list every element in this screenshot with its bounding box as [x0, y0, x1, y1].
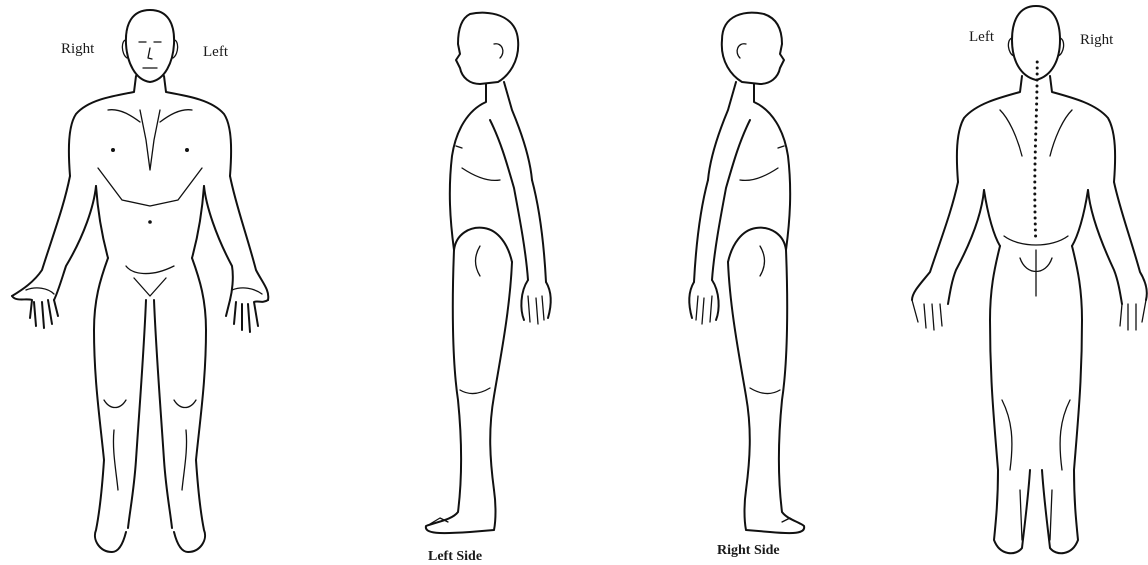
spine-dot — [1035, 109, 1038, 112]
right-side-head — [722, 13, 784, 84]
spine-dot — [1034, 223, 1037, 226]
spine-dot — [1036, 67, 1039, 70]
spine-dot — [1034, 151, 1037, 154]
spine-dot — [1033, 205, 1036, 208]
spine-dot — [1036, 73, 1039, 76]
spine-dot — [1034, 211, 1037, 214]
spine-dot — [1033, 181, 1036, 184]
spine-dot — [1036, 79, 1039, 82]
back-view-figure — [912, 6, 1147, 553]
left-side-caption: Left Side — [428, 549, 482, 565]
spine-dot — [1036, 61, 1039, 64]
spine-dot — [1036, 85, 1039, 88]
back-left-label: Left — [969, 29, 994, 46]
right-side-caption: Right Side — [717, 543, 780, 559]
back-right-label: Right — [1080, 32, 1113, 49]
spine-dot — [1033, 175, 1036, 178]
spine-dot — [1034, 229, 1037, 232]
spine-dot — [1035, 121, 1038, 124]
front-left-label: Left — [203, 44, 228, 61]
spine-dot — [1034, 235, 1037, 238]
front-view-figure — [12, 10, 268, 552]
spine-dot — [1033, 187, 1036, 190]
left-side-view-figure — [426, 13, 551, 533]
spine-dot — [1033, 199, 1036, 202]
left-side-head — [456, 13, 518, 84]
spine-dot — [1034, 133, 1037, 136]
right-side-view-figure — [689, 13, 804, 533]
spine-dot — [1035, 115, 1038, 118]
spine-dot — [1033, 169, 1036, 172]
spine-dot — [1034, 145, 1037, 148]
spine-dots — [1033, 61, 1038, 238]
spine-dot — [1035, 91, 1038, 94]
spine-dot — [1034, 217, 1037, 220]
spine-dot — [1033, 193, 1036, 196]
front-right-label: Right — [61, 41, 94, 58]
front-head — [126, 10, 174, 82]
spine-dot — [1034, 127, 1037, 130]
spine-dot — [1034, 139, 1037, 142]
spine-dot — [1034, 163, 1037, 166]
spine-dot — [1034, 157, 1037, 160]
spine-dot — [1035, 103, 1038, 106]
spine-dot — [1035, 97, 1038, 100]
